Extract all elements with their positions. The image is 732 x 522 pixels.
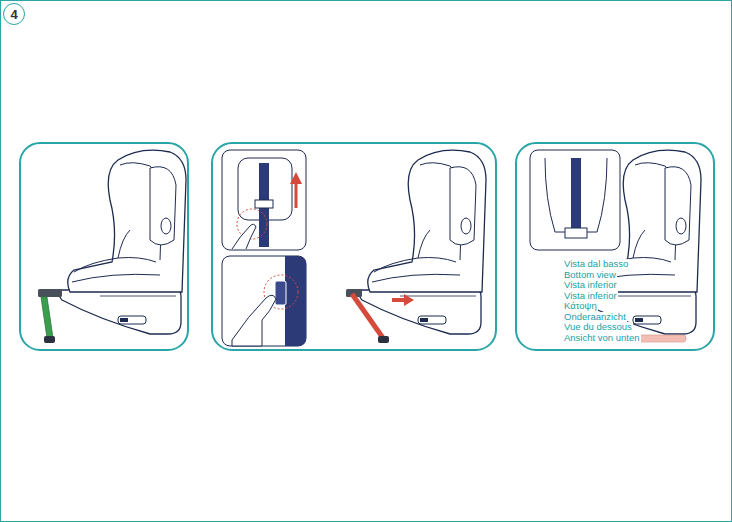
hand [232,224,256,249]
view-label: Onderaanzicht [563,312,627,323]
leg-hinge [38,289,62,297]
view-label: Vista inferior [563,280,618,291]
support-leg [41,297,53,338]
inset-frame [530,150,620,250]
inset-frame [222,150,306,250]
arrow-right [392,298,406,302]
panel-frame [20,143,188,350]
view-label: Vista inferior [563,291,618,302]
buckle [255,200,273,208]
view-label: Ansicht von unten [563,333,641,344]
panel-frame [516,143,714,350]
view-label: Κάτοψη [563,301,598,312]
view-label: Vue du dessous [563,322,633,333]
inset-frame [222,256,306,346]
leg-foot [44,336,55,343]
view-label: Bottom view [563,270,617,281]
release-button [275,281,286,305]
arrow-head [404,294,414,306]
hand [232,295,276,346]
car-seat [59,150,186,334]
strap [571,158,581,230]
car-seat [359,150,486,334]
panel-frame [212,143,496,350]
leg-foot [378,336,389,343]
support-leg [352,294,383,338]
buckle [565,228,587,238]
step-number-text: 4 [10,7,17,22]
seat-bottom [545,158,607,232]
step-number: 4 [3,3,25,25]
view-label: Vista dal basso [563,259,629,270]
arrow-head [290,172,302,184]
arrow-up [295,182,298,208]
